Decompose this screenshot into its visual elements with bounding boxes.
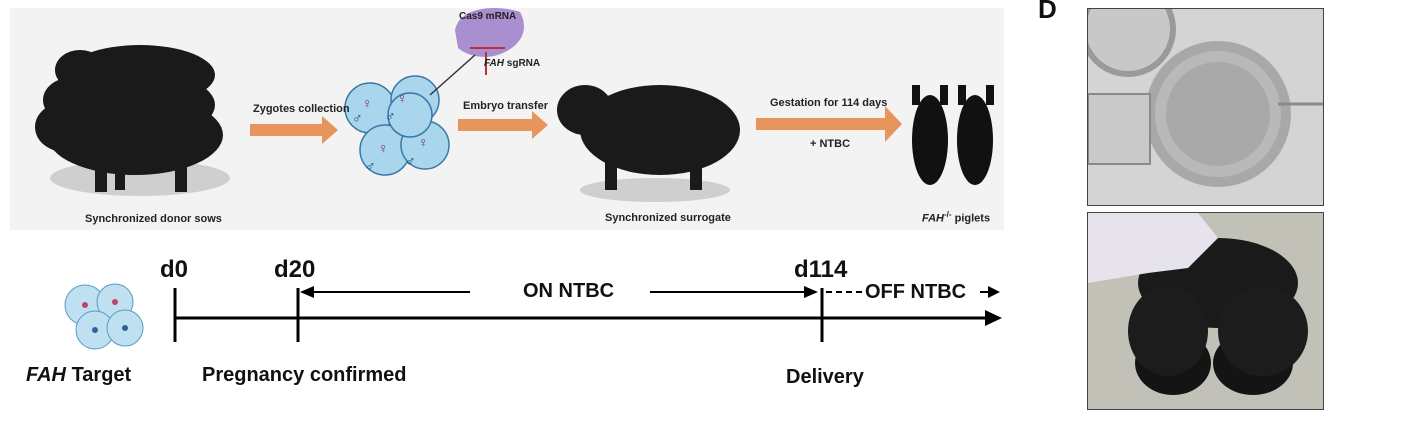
delivery-label: Delivery (786, 366, 864, 388)
step-ntbc-label: + NTBC (810, 138, 851, 150)
surrogate-pig-icon (557, 85, 740, 202)
step-gestation-label: Gestation for 114 days (770, 97, 888, 109)
donor-label: Synchronized donor sows (85, 213, 222, 225)
zygote-cluster-icon (344, 75, 450, 176)
on-ntbc-label: ON NTBC (523, 280, 615, 302)
step-zygotes-label: Zygotes collection (253, 103, 350, 115)
d20-label: d20 (274, 256, 316, 283)
pregnancy-label: Pregnancy confirmed (202, 364, 407, 386)
female-symbol: ♀ (362, 95, 373, 111)
male-symbol: ♂ (405, 153, 416, 169)
male-symbol: ♂ (352, 110, 363, 126)
microinjection-photo (1087, 8, 1324, 206)
arrow-gestation (756, 106, 902, 142)
piglets-photo (1087, 212, 1324, 410)
arrow-embryo-transfer (458, 111, 548, 139)
cas9-label: Cas9 mRNA (459, 11, 517, 22)
piglets-label: FAH-/- piglets (922, 210, 991, 225)
timeline-drawing (64, 283, 1002, 350)
fah-target-label: FAH Target (26, 364, 132, 386)
female-symbol: ♀ (378, 140, 389, 156)
male-symbol: ♂ (385, 108, 396, 124)
d0-label: d0 (160, 256, 189, 283)
sgrna-label: FAH sgRNA (484, 58, 541, 69)
cas9-mrna-icon (455, 7, 525, 57)
workflow-drawing (35, 7, 994, 202)
female-symbol: ♀ (397, 90, 408, 106)
off-ntbc-label: OFF NTBC (865, 281, 967, 303)
surrogate-label: Synchronized surrogate (605, 212, 731, 224)
female-symbol: ♀ (418, 134, 429, 150)
male-symbol: ♂ (365, 158, 376, 174)
panel-label: D (1038, 0, 1057, 24)
d114-label: d114 (794, 256, 848, 283)
target-zygotes-icon (64, 283, 144, 350)
piglets-icon (912, 85, 994, 185)
step-embryo-label: Embryo transfer (463, 100, 548, 112)
donor-sows-icon (35, 45, 230, 196)
arrow-zygotes (250, 116, 338, 144)
